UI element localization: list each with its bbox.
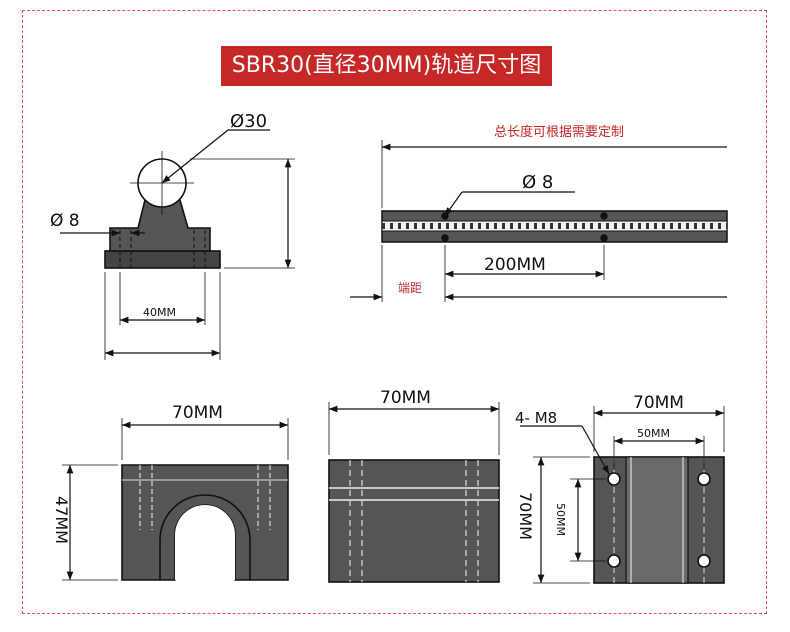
mount-holes-label: 4- M8 [515, 409, 557, 427]
support-base [104, 250, 221, 269]
block-side-body [328, 459, 500, 583]
block-top-view [520, 406, 725, 584]
block-side-view [328, 402, 500, 583]
end-distance-label: 端距 [398, 281, 422, 295]
rail-hole-label: Ø 8 [522, 172, 553, 193]
rail-length-view [350, 140, 728, 302]
rail-support-end-view [60, 129, 295, 360]
support-diameter-label: Ø30 [230, 111, 267, 132]
front-height-label: 47MM [52, 496, 71, 544]
support-web [109, 199, 211, 252]
dashed-border-frame [22, 10, 767, 614]
top-length-label: 70MM [516, 492, 535, 540]
front-width-label: 70MM [172, 403, 223, 423]
hole-spacing-label: 200MM [484, 255, 546, 275]
top-width-label: 70MM [633, 393, 684, 413]
page-title: SBR30(直径30MM)轨道尺寸图 [221, 46, 552, 86]
support-hole-label: Ø 8 [50, 211, 80, 231]
m8-mount-hole [607, 472, 621, 486]
top-hole-spacing-x-label: 50MM [637, 427, 670, 440]
top-hole-spacing-y-label: 50MM [554, 503, 567, 536]
total-length-note: 总长度可根据需要定制 [494, 124, 624, 140]
block-front-view [62, 418, 289, 581]
side-width-label: 70MM [380, 388, 431, 408]
support-base-width-label: 40MM [143, 306, 176, 319]
